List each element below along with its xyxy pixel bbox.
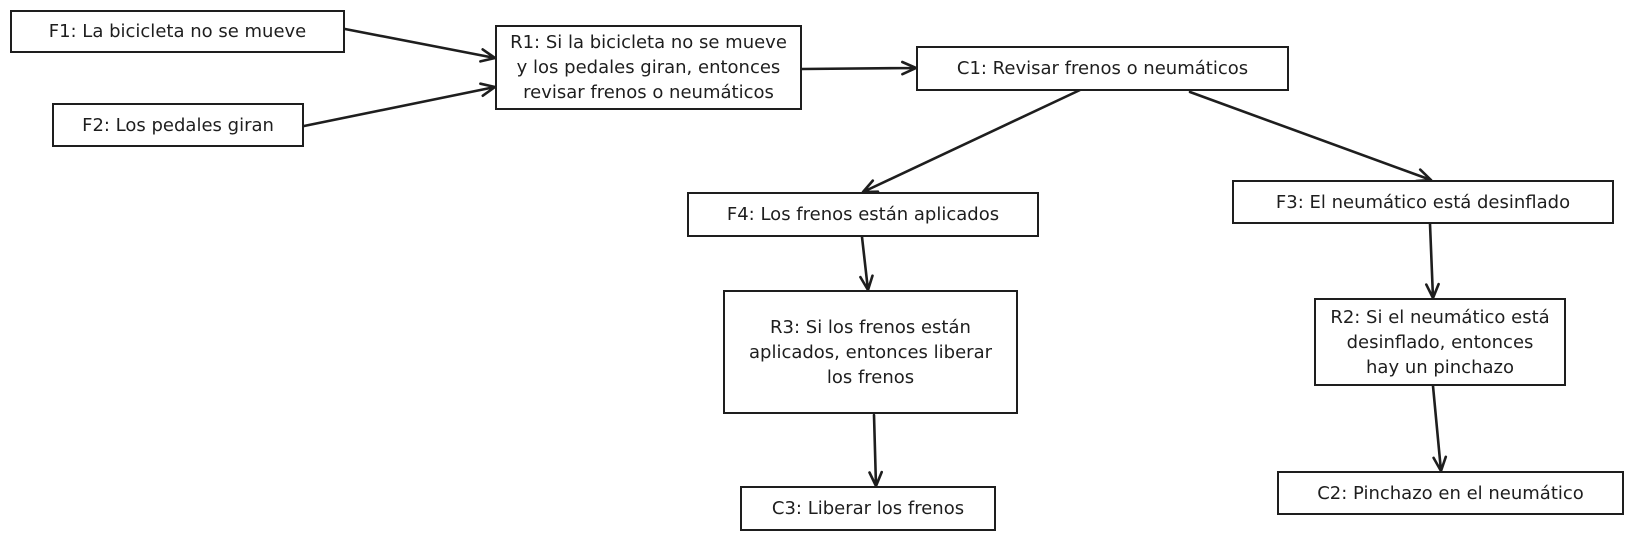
fact-f4-box: F4: Los frenos están aplicados xyxy=(687,192,1039,237)
conclusion-c2-label: C2: Pinchazo en el neumático xyxy=(1317,482,1584,504)
rule-r2-line-1: R2: Si el neumático está xyxy=(1330,306,1550,328)
fact-f3-box: F3: El neumático está desinflado xyxy=(1232,180,1614,224)
rule-r3-box: R3: Si los frenos están aplicados, enton… xyxy=(723,290,1018,414)
rule-r1-line-3: revisar frenos o neumáticos xyxy=(523,82,774,103)
fact-f1-label: F1: La bicicleta no se mueve xyxy=(48,21,307,42)
fact-f1-box: F1: La bicicleta no se mueve xyxy=(10,10,345,53)
conclusion-c3-box: C3: Liberar los frenos xyxy=(740,486,996,531)
rule-r1-box: R1: Si la bicicleta no se mueve y los pe… xyxy=(495,25,802,110)
rule-r2-line-3: hay un pinchazo xyxy=(1366,356,1514,378)
conclusion-c2-box: C2: Pinchazo en el neumático xyxy=(1277,471,1624,515)
edge-f1-to-r1 xyxy=(343,27,497,63)
fact-f4-label: F4: Los frenos están aplicados xyxy=(726,204,1000,225)
rule-r3-line-1: R3: Si los frenos están xyxy=(770,316,971,338)
conclusion-c1-box: C1: Revisar frenos o neumáticos xyxy=(916,46,1289,91)
rule-r1-line-2: y los pedales giran, entonces xyxy=(516,57,781,78)
rule-r3-line-3: los frenos xyxy=(826,366,915,388)
edge-c1-to-f3 xyxy=(1188,90,1433,183)
edge-f2-to-r1 xyxy=(302,82,497,128)
fact-f2-label: F2: Los pedales giran xyxy=(82,114,274,136)
rule-r3-line-2: aplicados, entonces liberar xyxy=(748,341,992,363)
rule-r3-text: R3: Si los frenos están aplicados, enton… xyxy=(749,315,992,390)
fact-f3-label: F3: El neumático está desinflado xyxy=(1275,191,1571,213)
rule-r2-text: R2: Si el neumático está desinflado, ent… xyxy=(1330,305,1549,380)
edge-f4-to-r3 xyxy=(859,235,874,292)
conclusion-c3-label: C3: Liberar los frenos xyxy=(771,498,965,519)
conclusion-c1-label: C1: Revisar frenos o neumáticos xyxy=(956,58,1249,79)
rule-r1-line-1: R1: Si la bicicleta no se mueve xyxy=(510,32,787,53)
edge-r1-to-c1 xyxy=(800,60,918,76)
edge-f3-to-r2 xyxy=(1425,222,1440,300)
rule-r2-line-2: desinflado, entonces xyxy=(1346,331,1534,353)
rule-r1-text: R1: Si la bicicleta no se mueve y los pe… xyxy=(510,30,787,105)
edge-r2-to-c2 xyxy=(1431,384,1448,473)
edge-r3-to-c3 xyxy=(868,413,883,488)
fact-f2-box: F2: Los pedales giran xyxy=(52,103,304,147)
rule-r2-box: R2: Si el neumático está desinflado, ent… xyxy=(1314,298,1566,386)
edge-c1-to-f4 xyxy=(861,88,1082,194)
